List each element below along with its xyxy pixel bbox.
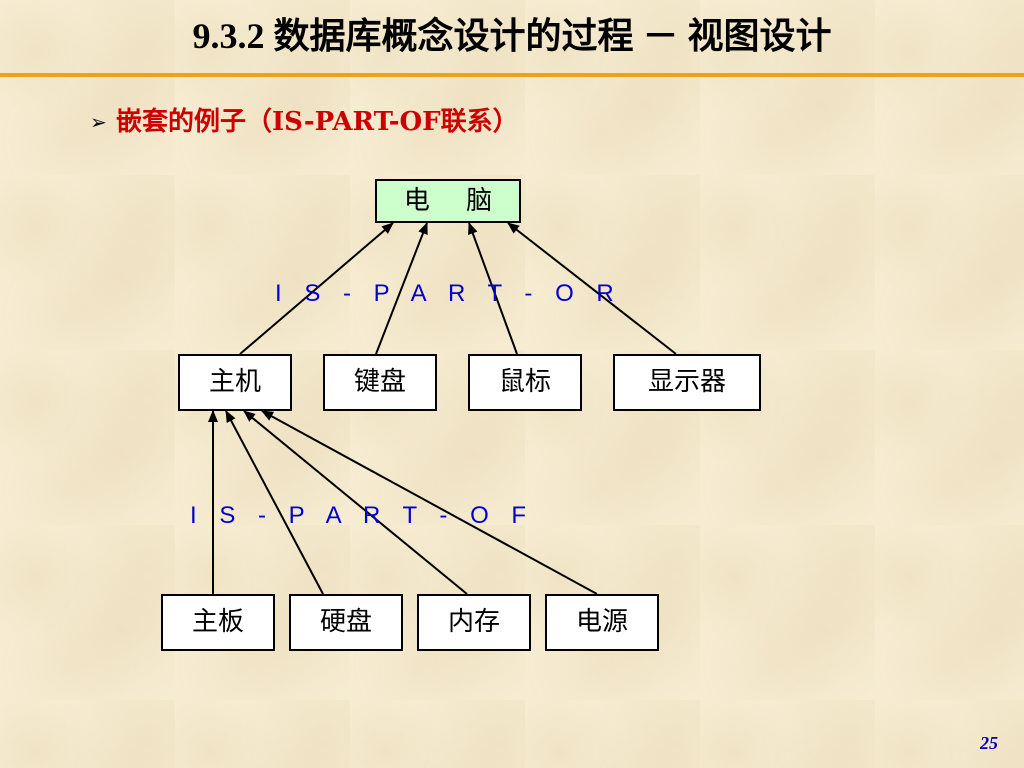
edge-neicun-zhuji bbox=[243, 410, 468, 595]
relation-label-lower: I S - P A R T - O F bbox=[190, 502, 535, 529]
node-xianshiqi: 显示器 bbox=[613, 354, 761, 411]
node-jianpan: 键盘 bbox=[323, 354, 437, 411]
relation-label-upper: I S - P A R T - O R bbox=[275, 280, 622, 307]
node-zhuji: 主机 bbox=[178, 354, 292, 411]
edge-yingpan-zhuji bbox=[225, 410, 324, 595]
edge-shubiao-diannao bbox=[468, 222, 518, 355]
edge-dianyuan-zhuji bbox=[261, 410, 598, 595]
edge-jianpan-diannao bbox=[375, 222, 428, 355]
title-underline bbox=[0, 73, 1024, 77]
page-number: 25 bbox=[980, 733, 998, 753]
edge-zhuji-diannao bbox=[239, 222, 394, 355]
bullet-item: ➢ 嵌套的例子（IS-PART-OF联系） bbox=[90, 104, 519, 140]
node-neicun: 内存 bbox=[417, 594, 531, 651]
node-zhuban: 主板 bbox=[161, 594, 275, 651]
node-yingpan: 硬盘 bbox=[289, 594, 403, 651]
edge-xianshiqi-diannao bbox=[507, 222, 677, 355]
node-dianyuan: 电源 bbox=[545, 594, 659, 651]
slide-title: 9.3.2 数据库概念设计的过程 － 视图设计 bbox=[192, 16, 832, 56]
bullet-text: 嵌套的例子（IS-PART-OF联系） bbox=[116, 107, 519, 137]
node-shubiao: 鼠标 bbox=[468, 354, 582, 411]
arrow-bullet-icon: ➢ bbox=[90, 110, 107, 134]
node-diannao: 电 脑 bbox=[375, 179, 521, 223]
